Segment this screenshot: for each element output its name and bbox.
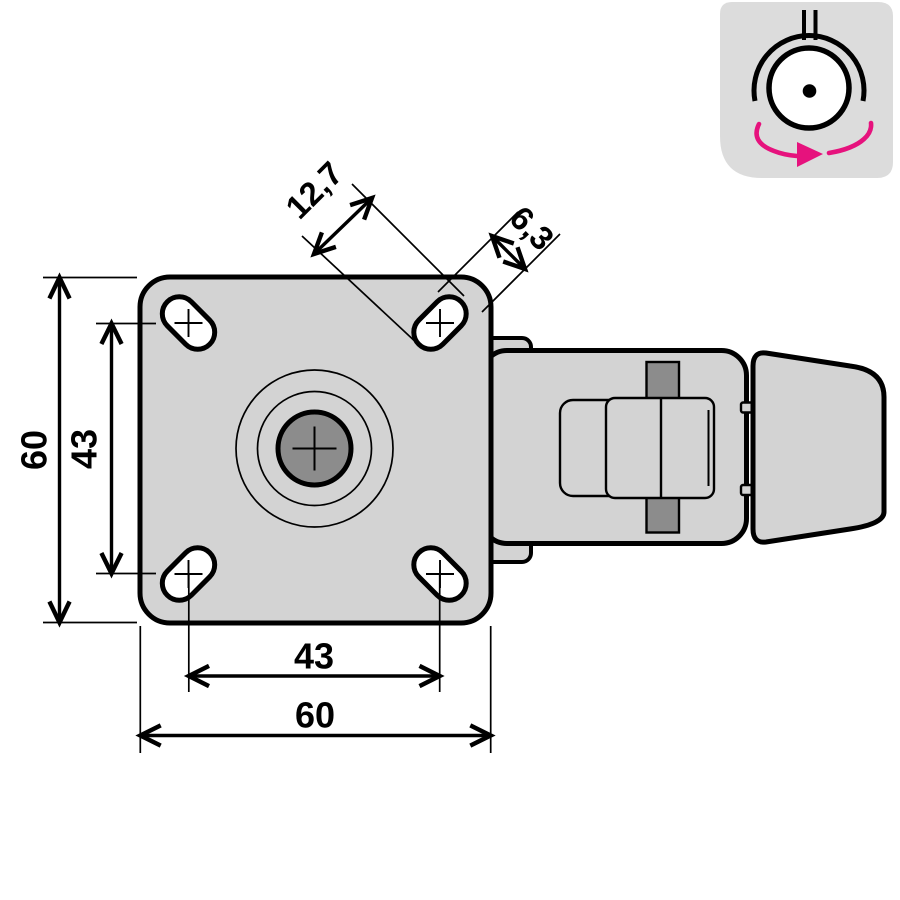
swivel-icon-panel <box>720 2 893 178</box>
dim-plate-width: 60 <box>135 626 496 753</box>
swivel-caster-icon <box>751 10 874 167</box>
dim-label-slot-length: 12,7 <box>278 154 350 226</box>
dim-label-bolt-pitch-vertical: 43 <box>64 429 105 469</box>
caster-body <box>474 336 887 564</box>
hub-circle-middle <box>256 390 373 507</box>
caster-fork-icon <box>751 33 867 102</box>
kingpin-hub <box>235 369 394 528</box>
dim-label-bolt-pitch-horizontal: 43 <box>294 636 334 677</box>
dim-label-slot-width: 6,3 <box>503 199 562 258</box>
dim-bolt-pitch-vertical: 43 <box>64 318 156 579</box>
dim-label-plate-width: 60 <box>295 695 335 736</box>
hub-circle-outer <box>235 369 394 528</box>
dim-bolt-pitch-horizontal: 43 <box>183 575 445 692</box>
dim-plate-height: 60 <box>14 272 137 628</box>
axle-dot-icon <box>802 84 817 98</box>
dim-label-plate-height: 60 <box>14 430 55 470</box>
bolt-slot-top-left <box>159 294 218 352</box>
thread-guard <box>750 350 887 545</box>
rotation-arrow-icon <box>754 120 874 167</box>
